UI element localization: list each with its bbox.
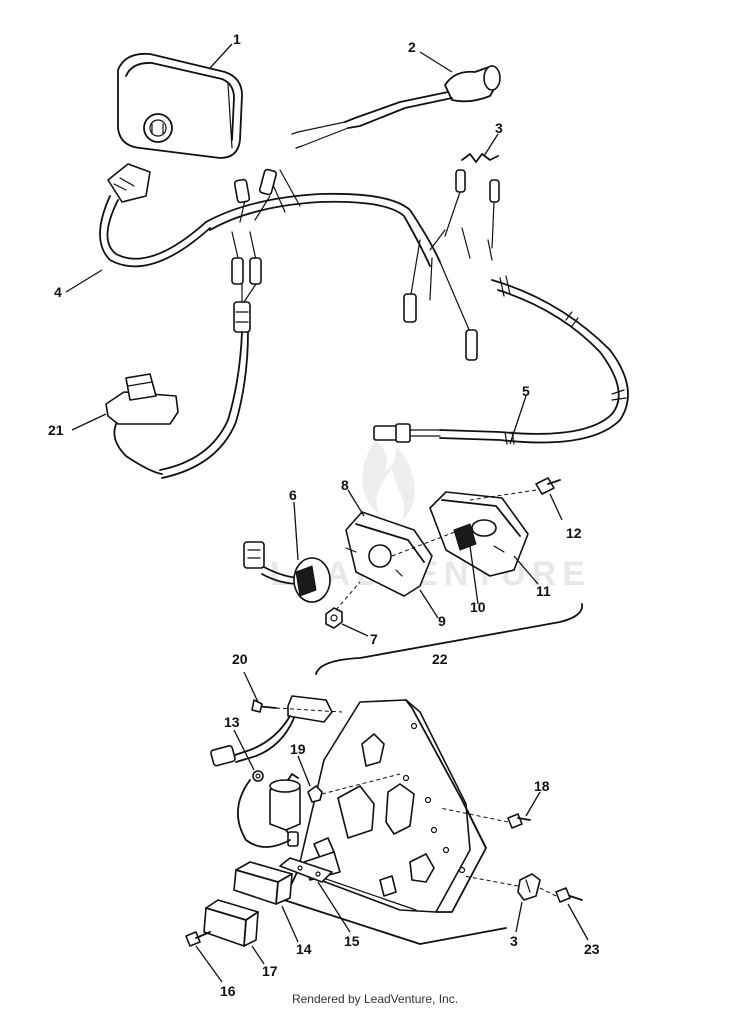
- part-1-headlight-housing: [117, 52, 243, 159]
- callout-19: 19: [290, 741, 306, 757]
- footer-credit: Rendered by LeadVenture, Inc.: [291, 992, 459, 1006]
- callout-12: 12: [566, 525, 582, 541]
- part-23-screw: [539, 887, 583, 903]
- callout-21: 21: [48, 422, 64, 438]
- callout-10: 10: [470, 599, 486, 615]
- part-6-socket: [243, 541, 331, 603]
- ignition-coil: [237, 773, 301, 848]
- callout-8: 8: [341, 477, 349, 493]
- part-15-bracket-plate: [279, 857, 333, 883]
- part-14-box: [233, 861, 293, 905]
- part-16-screw: [185, 931, 211, 947]
- callout-23: 23: [584, 941, 600, 957]
- callout-22: 22: [432, 651, 448, 667]
- part-3-clip-lower: [463, 873, 541, 901]
- callout-17: 17: [262, 963, 278, 979]
- part-19-nut: [307, 773, 401, 803]
- callout-11: 11: [536, 583, 551, 599]
- part-12-screw: [469, 477, 561, 501]
- callout-4: 4: [54, 284, 62, 300]
- harness-inline-connector: [159, 283, 257, 479]
- callout-9: 9: [438, 613, 446, 629]
- callout-20: 20: [232, 651, 248, 667]
- part-2-harness-plug: [291, 65, 501, 149]
- part-20-regulator: [210, 695, 343, 767]
- part-7-nut: [325, 607, 343, 629]
- callout-7: 7: [370, 631, 378, 647]
- callout-2: 2: [408, 39, 416, 55]
- group-22-bracket: [315, 603, 583, 675]
- callout-15: 15: [344, 933, 360, 949]
- callout-3: 3: [495, 120, 503, 136]
- part-21-switch: [105, 373, 179, 475]
- leader-lines: [65, 43, 589, 983]
- callout-5: 5: [522, 383, 530, 399]
- part-8-lens: [345, 511, 433, 597]
- part-5-cable: [373, 275, 629, 445]
- callout-6: 6: [289, 487, 297, 503]
- alignment-lines-upper: [335, 529, 461, 611]
- callout-18: 18: [534, 778, 550, 794]
- part-11-lamp-housing: [429, 491, 529, 577]
- part-13-washer: [252, 770, 264, 782]
- callout-1: 1: [233, 31, 241, 47]
- callout-13: 13: [224, 714, 240, 730]
- part-17-cover: [203, 899, 259, 947]
- callout-16: 16: [220, 983, 236, 999]
- part-18-bolt: [439, 807, 531, 829]
- mounting-plate: [283, 699, 507, 945]
- callout-labels: 1 2 3 4 5 21 6 8 12 11 10 9 7 22 20 13 1…: [48, 31, 600, 999]
- part-3-clip-top: [461, 153, 499, 163]
- part-4-wiring-harness: [99, 163, 500, 361]
- callout-3-lower: 3: [510, 933, 518, 949]
- callout-14: 14: [296, 941, 312, 957]
